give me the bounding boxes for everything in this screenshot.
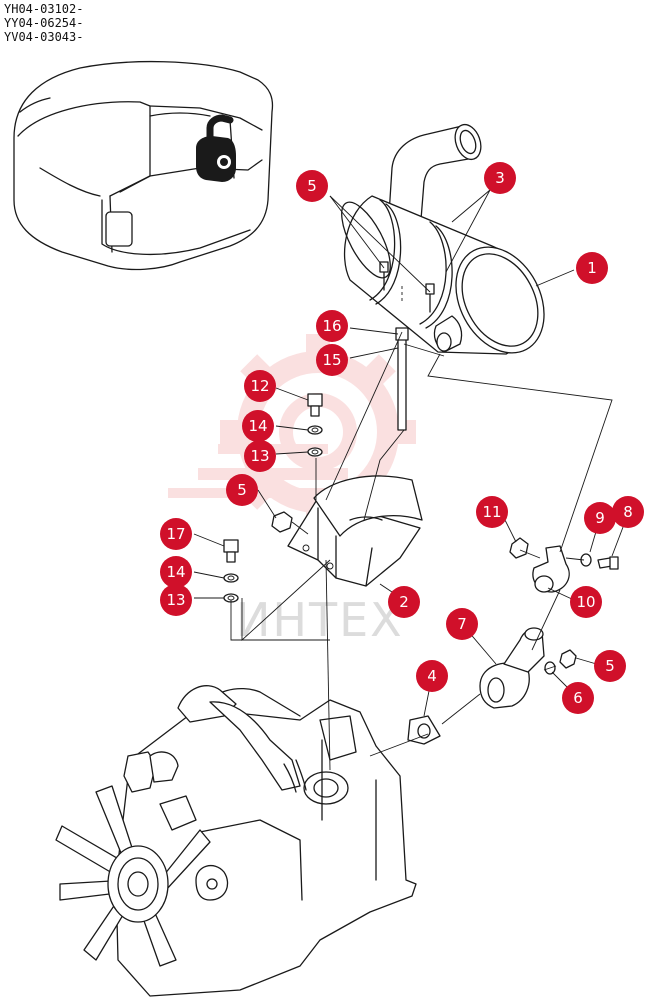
- callout-circle: [244, 370, 276, 402]
- callout-c9: 9: [584, 502, 616, 534]
- callout-circle: [476, 496, 508, 528]
- callout-label: 12: [250, 377, 269, 395]
- callout-circle: [316, 344, 348, 376]
- model-code-list: YH04-03102- YY04-06254- YV04-03043-: [4, 2, 83, 44]
- gear-tooth: [390, 420, 416, 444]
- model-code-2: YY04-06254-: [4, 16, 84, 30]
- callout-circle: [562, 682, 594, 714]
- callout-label: 4: [427, 667, 437, 685]
- watermark-text: ИНТЕХ: [236, 593, 404, 647]
- callout-c17: 17: [160, 518, 192, 550]
- callout-label: 8: [623, 503, 633, 521]
- callout-c14b: 14: [160, 556, 192, 588]
- model-code-1: YH04-03102-: [4, 2, 84, 16]
- callout-c12: 12: [244, 370, 276, 402]
- callout-label: 9: [595, 509, 605, 527]
- callout-c13a: 13: [244, 440, 276, 472]
- callout-label: 14: [166, 563, 185, 581]
- machine-overview-inset: [13, 60, 274, 271]
- callout-label: 11: [482, 503, 501, 521]
- callout-circle: [612, 496, 644, 528]
- callout-label: 13: [166, 591, 185, 609]
- callout-c3: 3: [484, 162, 516, 194]
- model-code-3: YV04-03043-: [4, 30, 84, 44]
- explosion-lines: [230, 331, 613, 771]
- bolt-12-stack: [307, 393, 323, 457]
- callout-label: 14: [248, 417, 267, 435]
- cooling-fan: [55, 785, 211, 967]
- callout-circle: [570, 586, 602, 618]
- callout-circle: [416, 660, 448, 692]
- callout-label: 2: [399, 593, 409, 611]
- callout-c5c: 5: [594, 650, 626, 682]
- callout-c8: 8: [612, 496, 644, 528]
- callout-label: 6: [573, 689, 583, 707]
- callout-label: 15: [322, 351, 341, 369]
- callout-label: 3: [495, 169, 505, 187]
- callout-circle: [388, 586, 420, 618]
- callout-circle: [484, 162, 516, 194]
- engine-assembly: [55, 685, 417, 997]
- callout-circle: [594, 650, 626, 682]
- nut-5-left: [271, 511, 293, 533]
- callout-circle: [296, 170, 328, 202]
- callout-label: 17: [166, 525, 185, 543]
- callout-label: 5: [237, 481, 247, 499]
- stay-rod: [395, 327, 409, 431]
- callout-circle: [160, 518, 192, 550]
- callout-c15: 15: [316, 344, 348, 376]
- clamp-assembly: [509, 537, 619, 593]
- callout-circle: [226, 474, 258, 506]
- callout-c6: 6: [562, 682, 594, 714]
- callout-c5a: 5: [296, 170, 328, 202]
- callout-c10: 10: [570, 586, 602, 618]
- callout-label: 16: [322, 317, 341, 335]
- callout-label: 10: [576, 593, 595, 611]
- callout-label: 5: [605, 657, 615, 675]
- callout-circle: [316, 310, 348, 342]
- gear-tooth: [360, 354, 396, 390]
- muffler-assembly: [341, 123, 545, 355]
- callout-c4: 4: [416, 660, 448, 692]
- callout-label: 1: [587, 259, 597, 277]
- callout-c5b: 5: [226, 474, 258, 506]
- callout-c11: 11: [476, 496, 508, 528]
- callout-c2: 2: [388, 586, 420, 618]
- callout-circle: [446, 608, 478, 640]
- callout-circle: [576, 252, 608, 284]
- callout-label: 13: [250, 447, 269, 465]
- callout-label: 5: [307, 177, 317, 195]
- callout-circle: [242, 410, 274, 442]
- exhaust-elbow-assembly: [407, 627, 577, 745]
- callout-circle: [244, 440, 276, 472]
- callout-circle: [160, 556, 192, 588]
- gear-tooth: [220, 420, 246, 444]
- callout-label: 7: [457, 615, 467, 633]
- callout-c13b: 13: [160, 584, 192, 616]
- callout-circle: [160, 584, 192, 616]
- callout-c1: 1: [576, 252, 608, 284]
- callout-c16: 16: [316, 310, 348, 342]
- callout-circle: [584, 502, 616, 534]
- callout-c7: 7: [446, 608, 478, 640]
- callout-c14a: 14: [242, 410, 274, 442]
